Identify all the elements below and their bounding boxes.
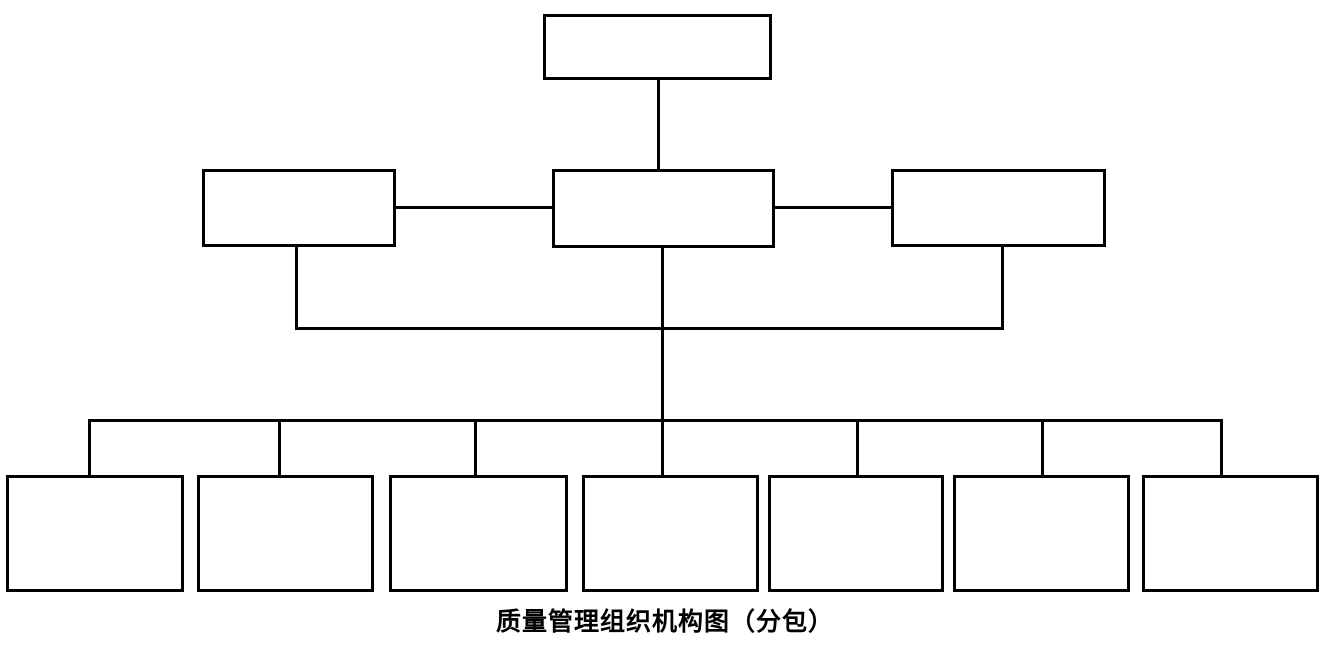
org-node-bottom-1 bbox=[6, 475, 184, 592]
connector-center-to-midright bbox=[774, 206, 892, 209]
org-node-bottom-3 bbox=[389, 475, 568, 592]
org-node-middle-right bbox=[891, 169, 1106, 247]
org-node-bottom-2 bbox=[197, 475, 374, 592]
connector-drop-bottom-2 bbox=[278, 419, 281, 477]
connector-drop-bottom-6 bbox=[1041, 419, 1044, 477]
org-node-bottom-5 bbox=[768, 475, 944, 592]
org-node-bottom-6 bbox=[953, 475, 1130, 592]
connector-upper-bus bbox=[295, 327, 1004, 330]
connector-drop-bottom-3 bbox=[474, 419, 477, 477]
org-node-top bbox=[543, 14, 772, 80]
org-node-bottom-7 bbox=[1142, 475, 1319, 592]
connector-lower-bus bbox=[88, 419, 1223, 422]
connector-drop-bottom-5 bbox=[856, 419, 859, 477]
connector-top-to-center bbox=[657, 80, 660, 170]
org-node-bottom-4 bbox=[582, 475, 759, 592]
connector-drop-bottom-7 bbox=[1220, 419, 1223, 477]
connector-midright-drop bbox=[1001, 246, 1004, 330]
connector-midleft-to-center bbox=[395, 206, 553, 209]
org-node-middle-left bbox=[202, 169, 396, 247]
connector-midleft-drop bbox=[295, 246, 298, 330]
org-node-middle-center bbox=[552, 169, 775, 248]
connector-center-trunk bbox=[661, 247, 664, 476]
diagram-caption: 质量管理组织机构图（分包） bbox=[495, 609, 834, 636]
connector-drop-bottom-1 bbox=[88, 419, 91, 477]
